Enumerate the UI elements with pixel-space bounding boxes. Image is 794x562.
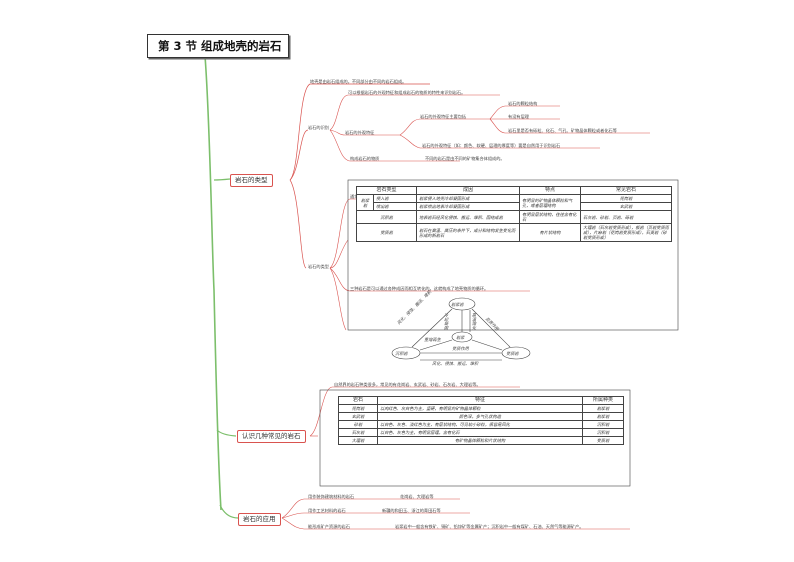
common-row-feature: 颜色深，多气孔状构造 xyxy=(377,412,583,421)
feature-sub-3: 岩石里是否有砾粒、化石、气孔、矿物晶体颗粒或者化石等 xyxy=(508,128,617,133)
common-row-kind: 岩浆岩 xyxy=(582,404,624,413)
common-row-feature: 以白色、灰色、淡红色为主，有层状结构，可见较小砂粒，很容易风化 xyxy=(377,420,583,429)
features-main-label: 岩石的外观特征主要包括 xyxy=(420,114,467,119)
cycle-arrow-a: 冷却凝固 xyxy=(444,313,449,330)
cycle-left-label: 沉积岩 xyxy=(395,351,408,356)
types-intro: 地壳是由岩石组成的，不同部分由不同的岩石组成。 xyxy=(310,79,407,84)
usage-item-1-use: 用作装饰建筑材料的岩石 xyxy=(308,494,355,499)
feature-sub-1: 岩石的颗粒结构 xyxy=(508,101,538,106)
common-row-name: 砂岩 xyxy=(338,420,378,429)
th-kind: 所属种类 xyxy=(582,396,624,405)
common-row-kind: 岩浆岩 xyxy=(582,412,624,421)
th-rock: 岩石 xyxy=(338,396,378,405)
features-label: 岩石的外观特征 xyxy=(345,130,375,135)
topic-rock-usage-label: 岩石的应用 xyxy=(243,515,276,523)
common-row-name: 石灰岩 xyxy=(338,428,378,437)
composition-text: 不同的岩石是由不同的矿物集合体组成的。 xyxy=(425,156,505,161)
cycle-center-label: 岩浆 xyxy=(456,335,465,340)
row-rocks: 大理岩（石灰岩变质形成），板岩（页岩变质而成），片麻岩（花岗岩变质形成），石英岩… xyxy=(580,223,672,242)
topic-rock-usage[interactable]: 岩石的应用 xyxy=(238,513,281,526)
row-type: 变质岩 xyxy=(356,223,417,242)
cycle-arrow-c: 重熔再生 xyxy=(424,337,441,342)
common-row-feature: 以肉红色、灰白色为主，坚硬，有明显的矿物晶体颗粒 xyxy=(377,404,583,413)
feature-sub-2: 有没有层理 xyxy=(508,114,529,119)
common-row-name: 玄武岩 xyxy=(338,412,378,421)
usage-item-2-examples: 新疆的和田玉、浙江的青田石等 xyxy=(382,508,441,513)
row-feature: 有片状结构 xyxy=(519,223,581,242)
usage-item-2-use: 用作工艺材料的岩石 xyxy=(308,508,346,513)
common-rock-table: 岩石 特征 所属种类 花岗岩 以肉红色、灰白色为主，坚硬，有明显的矿物晶体颗粒 … xyxy=(338,396,624,445)
common-row-name: 大理岩 xyxy=(338,436,378,445)
cycle-right-label: 变质岩 xyxy=(506,351,519,356)
topic-rock-types-label: 岩石的类型 xyxy=(235,176,268,184)
common-row-kind: 沉积岩 xyxy=(582,428,624,437)
identify-line1: 可以根据岩石的外观特征和组成岩石的物质的特性来识别岩石。 xyxy=(348,90,466,95)
page-title: 第 3 节 组成地壳的岩石 xyxy=(147,34,289,58)
common-row-feature: 以白色、灰色为主，有明显层理，含有化石 xyxy=(377,428,583,437)
usage-item-3-use: 能形成矿产资源的岩石 xyxy=(308,524,350,529)
usage-item-3-examples: 岩浆岩中一般含有铁矿、铜矿、铅锌矿等金属矿产；沉积岩中一般有煤矿、石油、天然气等… xyxy=(395,524,584,529)
rock-type-table: 岩石类型 成因 特点 常见岩石 岩浆岩 侵入岩 岩浆侵入地壳冷却凝固形成 有明显… xyxy=(356,186,672,242)
cycle-arrow-b: 高温熔化 xyxy=(472,313,477,330)
composition-label: 构成岩石的物质 xyxy=(350,156,380,161)
common-row-kind: 沉积岩 xyxy=(582,420,624,429)
topic-rock-types[interactable]: 岩石的类型 xyxy=(230,174,273,187)
usage-item-1-examples: 花岗岩、大理岩等 xyxy=(400,494,434,499)
common-row-name: 花岗岩 xyxy=(338,404,378,413)
page-title-text: 第 3 节 组成地壳的岩石 xyxy=(158,39,282,53)
cycle-bottom-edge: 风化、侵蚀、搬运、堆积 xyxy=(432,361,479,366)
common-intro: 自然界的岩石种类很多，常见的有花岗岩、玄武岩、砂岩、石灰岩、大理岩等。 xyxy=(334,382,481,387)
feature-other: 岩石的外观特征（如：颜色、软硬、层理的厚度等）要是自然用于识别岩石 xyxy=(422,143,561,148)
common-row-kind: 变质岩 xyxy=(582,436,624,445)
th-feature: 特征 xyxy=(377,396,583,405)
identify-label: 岩石的识别 xyxy=(308,125,329,130)
cycle-intro: 三种岩石是可以通过各种成因而相互转化的，这就构成了地壳物质的循环。 xyxy=(350,286,489,291)
classify-label: 岩石的类型 xyxy=(308,264,329,269)
cycle-arrow-d: 变质作用 xyxy=(452,346,469,351)
topic-common-rocks-label: 认识几种常见的岩石 xyxy=(242,432,301,440)
topic-common-rocks[interactable]: 认识几种常见的岩石 xyxy=(237,430,306,443)
row-rocks: 石灰岩、砂岩、页岩、砾岩 xyxy=(580,210,672,224)
common-row-feature: 有矿物晶体颗粒和片状结构 xyxy=(377,436,583,445)
cycle-top-label: 岩浆岩 xyxy=(451,302,464,307)
